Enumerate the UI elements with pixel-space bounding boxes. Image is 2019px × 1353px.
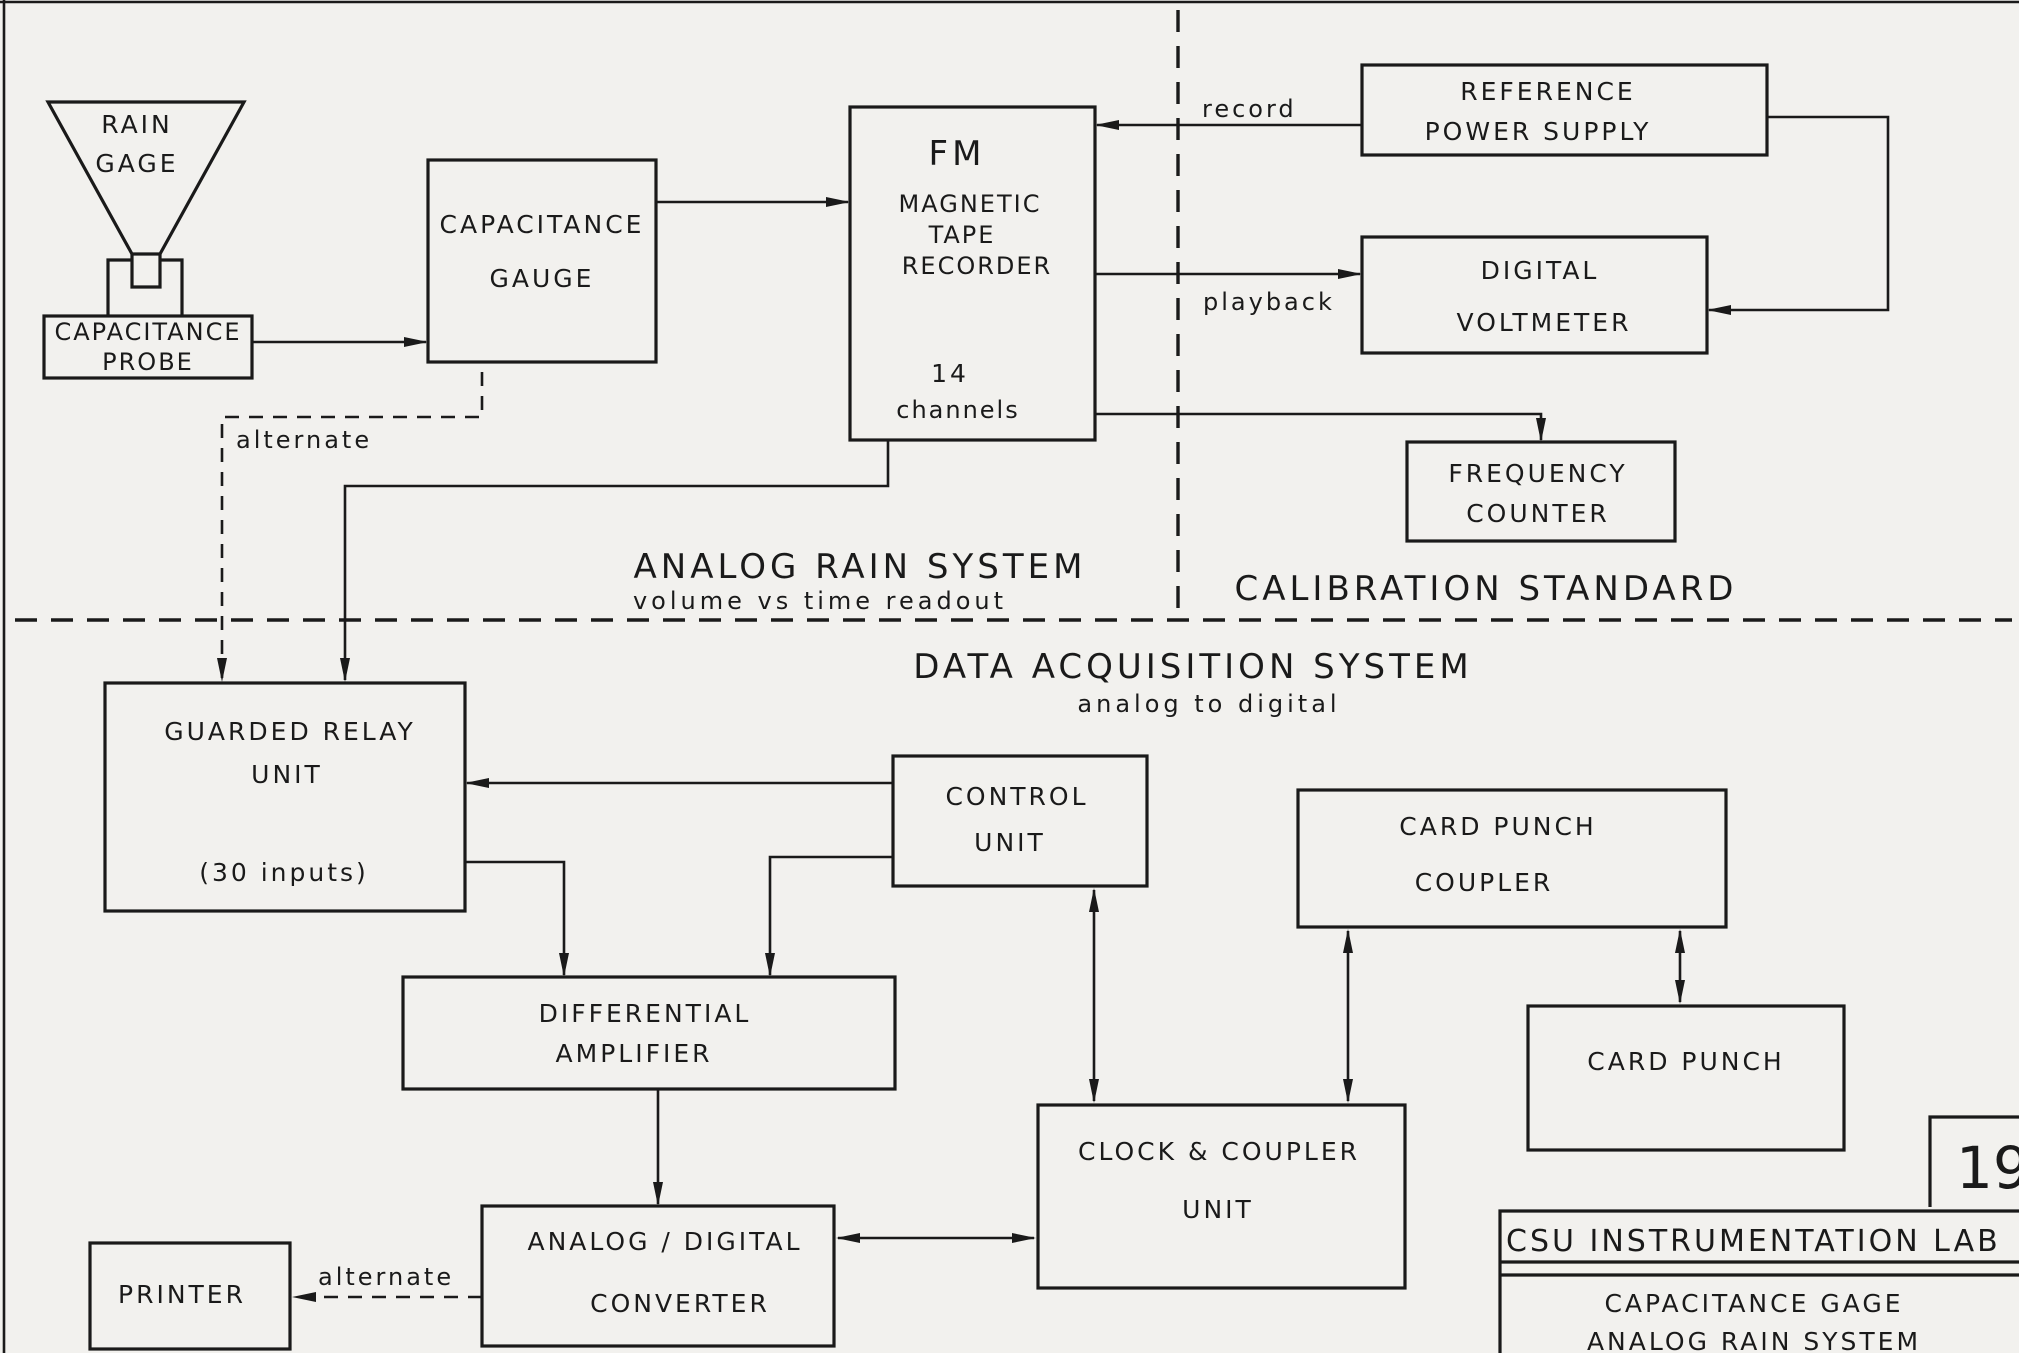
rain-gage-label-2: GAGE	[95, 149, 178, 178]
clock-coupler-label-1: CLOCK & COUPLER	[1078, 1137, 1360, 1166]
capacitance-gauge-label-2: GAUGE	[490, 264, 595, 293]
card-punch-coupler-label-1: CARD PUNCH	[1399, 812, 1596, 841]
guarded-relay-box	[103, 681, 467, 913]
gauge-to-relay-alternate-arrow	[217, 372, 484, 682]
printer-label: PRINTER	[118, 1280, 246, 1309]
digital-voltmeter-label-2: VOLTMETER	[1457, 308, 1632, 337]
control-unit-block: CONTROL UNIT	[891, 754, 1149, 888]
control-unit-label-1: CONTROL	[945, 782, 1088, 811]
card-punch-coupler-label-2: COUPLER	[1415, 868, 1554, 897]
card-punch-coupler-block: CARD PUNCH COUPLER	[1296, 788, 1728, 929]
digital-voltmeter-block: DIGITAL VOLTMETER	[1360, 235, 1709, 355]
fm-recorder-label-1: FM	[929, 134, 986, 174]
rain-gage-label-1: RAIN	[101, 110, 173, 139]
rain-gage-spout	[130, 254, 162, 289]
differential-amplifier-box	[401, 975, 897, 1091]
capacitance-gauge-label-1: CAPACITANCE	[440, 210, 645, 239]
data-acquisition-title: DATA ACQUISITION SYSTEM	[913, 647, 1472, 687]
guarded-relay-label-2: UNIT	[251, 760, 323, 789]
printer-box	[88, 1241, 292, 1351]
differential-amplifier-block: DIFFERENTIAL AMPLIFIER	[401, 975, 897, 1091]
capacitance-probe-block: CAPACITANCE PROBE	[42, 314, 254, 380]
data-acquisition-subtitle: analog to digital	[1077, 690, 1340, 718]
capacitance-gauge-block: CAPACITANCE GAUGE	[426, 158, 658, 364]
reference-power-label-2: POWER SUPPLY	[1425, 117, 1652, 146]
digital-voltmeter-label-1: DIGITAL	[1481, 256, 1600, 285]
fm-channels-label: channels	[896, 396, 1019, 424]
alternate-label-top: alternate	[236, 426, 372, 454]
recorder-to-relay-arrow	[340, 440, 890, 682]
card-punch-box	[1526, 1004, 1846, 1152]
reference-to-voltmeter-arrow	[1707, 115, 1890, 315]
alternate-label-bottom: alternate	[318, 1263, 454, 1291]
card-punch-block: CARD PUNCH	[1526, 1004, 1846, 1152]
fm-recorder-block: FM MAGNETIC TAPE RECORDER 14 channels	[848, 105, 1097, 442]
frequency-counter-label-2: COUNTER	[1466, 499, 1610, 528]
frequency-counter-label-1: FREQUENCY	[1448, 459, 1627, 488]
reference-power-label-1: REFERENCE	[1460, 77, 1635, 106]
differential-amplifier-label-1: DIFFERENTIAL	[539, 999, 752, 1028]
reference-power-box	[1360, 63, 1769, 157]
ad-converter-block: ANALOG / DIGITAL CONVERTER	[480, 1204, 836, 1348]
capacitance-probe-label-1: CAPACITANCE	[54, 318, 241, 346]
printer-block: PRINTER	[88, 1241, 292, 1351]
drawing-number: 198	[1956, 1134, 2019, 1202]
probe-collar-right	[160, 258, 184, 316]
calibration-standard-title: CALIBRATION STANDARD	[1234, 569, 1737, 609]
card-punch-label: CARD PUNCH	[1587, 1047, 1784, 1076]
capacitance-gauge-box	[426, 158, 658, 364]
guarded-relay-label-3: (30 inputs)	[199, 858, 369, 887]
clock-coupler-block: CLOCK & COUPLER UNIT	[1036, 1103, 1407, 1290]
reference-power-block: REFERENCE POWER SUPPLY	[1360, 63, 1769, 157]
fm-recorder-label-3: TAPE	[928, 221, 996, 249]
drawing-title-line-2: ANALOG RAIN SYSTEM	[1587, 1327, 1921, 1353]
card-punch-coupler-box	[1296, 788, 1728, 929]
clock-coupler-box	[1036, 1103, 1407, 1290]
fm-channels-count: 14	[931, 359, 969, 388]
fm-recorder-label-2: MAGNETIC	[899, 190, 1042, 218]
recorder-to-counter-arrow	[1095, 412, 1546, 442]
title-block: 198 CSU INSTRUMENTATION LAB CAPACITANCE …	[1498, 1115, 2019, 1353]
ad-converter-label-1: ANALOG / DIGITAL	[527, 1227, 802, 1256]
drawing-number-box	[1928, 1115, 2019, 1207]
rain-gage: RAIN GAGE	[45, 100, 247, 316]
guarded-relay-label-1: GUARDED RELAY	[164, 717, 416, 746]
differential-amplifier-label-2: AMPLIFIER	[556, 1039, 713, 1068]
record-label: record	[1202, 95, 1297, 123]
capacitance-probe-box	[42, 314, 254, 380]
analog-system-subtitle: volume vs time readout	[633, 587, 1007, 615]
digital-voltmeter-box	[1360, 235, 1709, 355]
drawing-title-line-1: CAPACITANCE GAGE	[1604, 1289, 1903, 1318]
probe-collar-left	[106, 258, 132, 316]
control-unit-box	[891, 754, 1149, 888]
ad-converter-label-2: CONVERTER	[590, 1289, 770, 1318]
relay-to-amplifier-arrow	[465, 860, 569, 977]
guarded-relay-block: GUARDED RELAY UNIT (30 inputs)	[103, 681, 467, 913]
fm-recorder-label-4: RECORDER	[902, 252, 1052, 280]
frequency-counter-block: FREQUENCY COUNTER	[1405, 440, 1677, 543]
frequency-counter-box	[1405, 440, 1677, 543]
lab-name: CSU INSTRUMENTATION LAB	[1506, 1224, 2001, 1259]
ad-converter-box	[480, 1204, 836, 1348]
title-block-frame	[1498, 1209, 2019, 1353]
clock-coupler-label-2: UNIT	[1182, 1195, 1254, 1224]
control-to-amplifier-arrow	[765, 855, 893, 977]
control-unit-label-2: UNIT	[974, 828, 1046, 857]
analog-system-title: ANALOG RAIN SYSTEM	[634, 547, 1087, 587]
capacitance-probe-label-2: PROBE	[102, 348, 194, 376]
playback-label: playback	[1203, 288, 1335, 316]
